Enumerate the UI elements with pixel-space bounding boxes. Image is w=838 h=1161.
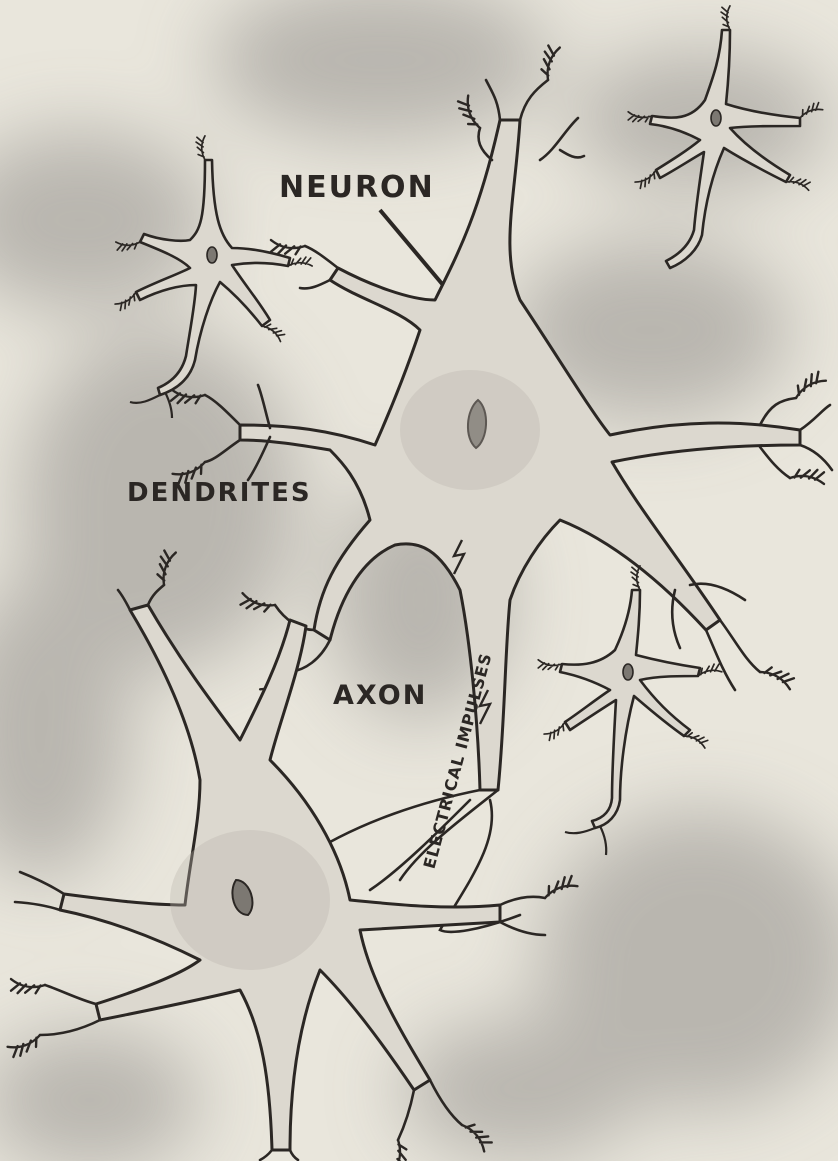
axon-label: AXON [333,680,427,711]
dendrites-label: DENDRITES [127,478,312,508]
central-neuron-shading [400,370,540,490]
neuron-label: NEURON [279,170,435,205]
